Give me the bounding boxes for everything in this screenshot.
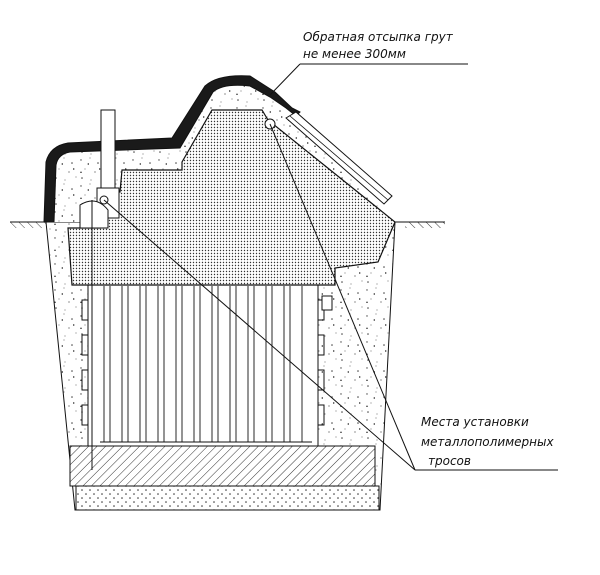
ground-surface	[10, 221, 445, 228]
tank-ribbed-body	[81, 283, 333, 447]
inlet-pipe	[79, 109, 120, 229]
backfill-leader	[269, 63, 468, 96]
cables-note-line3: тросов	[428, 454, 471, 468]
metal-polymer-cables	[91, 123, 416, 471]
backfill-note-line1: Обратная отсыпка грут	[303, 30, 454, 44]
cables-note-line1: Места установки	[421, 415, 529, 429]
backfill-note-line2: не менее 300мм	[303, 47, 406, 61]
service-lid	[285, 111, 393, 205]
base-slab	[69, 445, 376, 487]
sand-layer	[75, 485, 380, 511]
cables-note-line2: металлополимерных	[421, 435, 554, 449]
